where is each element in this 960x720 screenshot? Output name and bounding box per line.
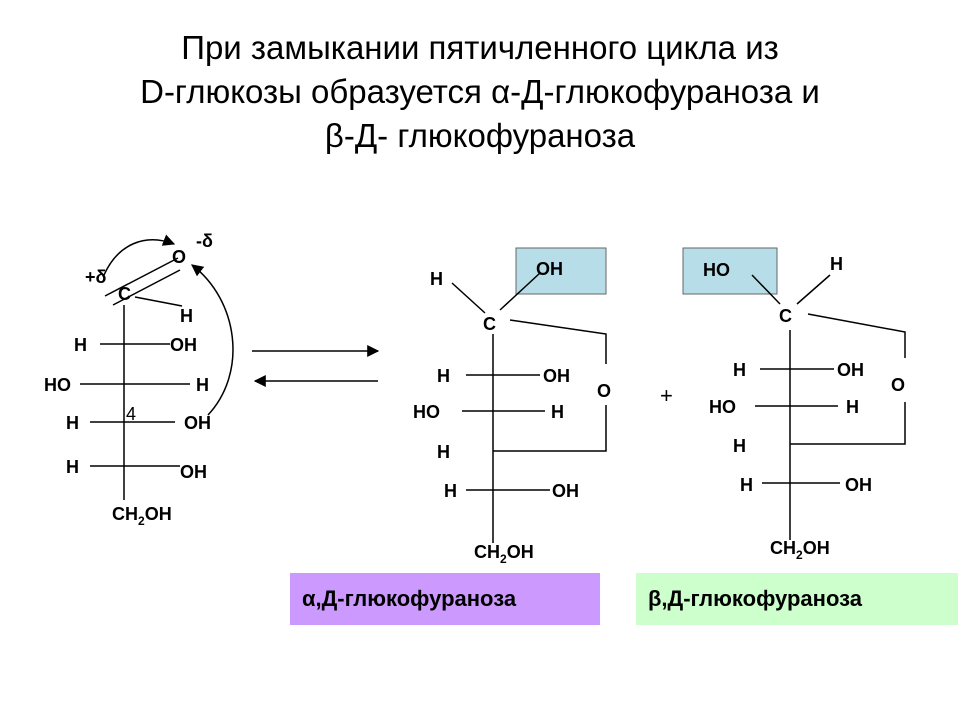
alpha-anomeric-carbon: C [483, 314, 496, 334]
carbonyl-carbon: C [118, 284, 131, 304]
carbonyl-oxygen: O [172, 247, 186, 267]
beta-row-4-right: OH [845, 475, 872, 495]
beta-row-4-left: H [740, 475, 753, 495]
title-line-1: При замыкании пятичленного цикла из [181, 29, 779, 66]
beta-caption: β,Д-глюкофураноза [636, 573, 958, 625]
delta-minus-label: -δ [196, 231, 213, 251]
beta-row-1-right: OH [837, 360, 864, 380]
beta-ring-bond-top [807, 313, 906, 358]
alpha-caption: α,Д-глюкофураноза [290, 573, 600, 625]
beta-anomeric-h: H [830, 254, 843, 274]
cyclization-attack-arrow [191, 264, 234, 416]
alpha-row-2-left: HO [413, 402, 440, 422]
open-ch2oh: CH2OH [112, 504, 172, 528]
alpha-glucofuranose: H OH C O H OH HO H H H OH CH2OH [413, 247, 611, 566]
beta-ring-bond-bottom [790, 402, 906, 445]
open-row-1-right: OH [170, 335, 197, 355]
open-row-4-left: H [66, 457, 79, 477]
aldehyde-h-bond [134, 296, 183, 307]
alpha-ring-bond-top [509, 319, 607, 364]
title-line-2: D-глюкозы образуется α-Д-глюкофураноза и [140, 73, 820, 110]
alpha-ring-bond-bottom [493, 405, 607, 452]
plus-sign: + [660, 383, 673, 408]
aldehyde-hydrogen: H [180, 306, 193, 326]
open-row-2-left: HO [44, 375, 71, 395]
delta-plus-label: +δ [85, 267, 107, 287]
alpha-row-2-right: H [551, 402, 564, 422]
alpha-row-1-left: H [437, 366, 450, 386]
alpha-oh-highlight-box [515, 247, 607, 295]
slide-title: При замыкании пятичленного цикла из D-гл… [0, 26, 960, 158]
alpha-anomeric-h: H [430, 269, 443, 289]
beta-anomeric-ho: HO [703, 260, 730, 280]
beta-h-bond [796, 274, 831, 305]
alpha-row-4-left: H [444, 481, 457, 501]
open-row-4-right: OH [180, 462, 207, 482]
alpha-h-bond [451, 282, 486, 314]
alpha-row-3-left: H [437, 442, 450, 462]
beta-ho-bond [751, 274, 781, 305]
beta-row-2-left: HO [709, 397, 736, 417]
alpha-anomeric-oh: OH [536, 259, 563, 279]
title-line-3: β-Д- глюкофураноза [324, 117, 636, 154]
alpha-ch2oh: CH2OH [474, 542, 534, 566]
alpha-row-4-right: OH [552, 481, 579, 501]
open-row-3-left: H [66, 413, 79, 433]
open-row-3-right: OH [184, 413, 211, 433]
beta-ch2oh: CH2OH [770, 538, 830, 562]
open-row-2-right: H [196, 375, 209, 395]
open-chain-glucose: O -δ +δ C H H OH HO H H 4 OH H OH CH2OH [44, 231, 234, 528]
alpha-ring-oxygen: O [597, 381, 611, 401]
carbon-4-number: 4 [126, 404, 136, 424]
beta-row-2-right: H [846, 397, 859, 417]
carbonyl-double-bond-1 [104, 257, 179, 297]
open-row-1-left: H [74, 335, 87, 355]
beta-ring-oxygen: O [891, 375, 905, 395]
beta-row-3-left: H [733, 436, 746, 456]
alpha-row-1-right: OH [543, 366, 570, 386]
beta-row-1-left: H [733, 360, 746, 380]
beta-anomeric-carbon: C [779, 306, 792, 326]
carbonyl-double-bond-2 [112, 269, 181, 306]
electron-shift-arrow [103, 234, 176, 276]
alpha-oh-bond [499, 272, 541, 311]
beta-ho-highlight-box [682, 247, 778, 295]
beta-glucofuranose: HO H C O H OH HO H H H OH CH2OH [682, 247, 906, 562]
